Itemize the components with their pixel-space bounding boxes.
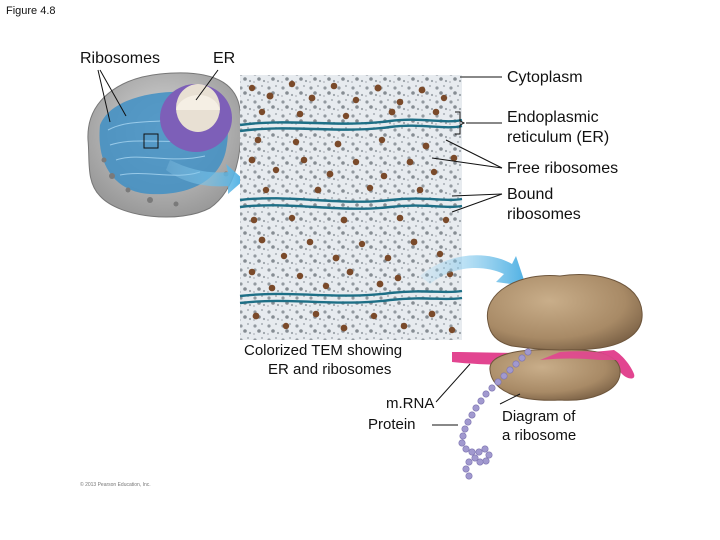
tem-label-leaders bbox=[431, 76, 503, 213]
label-cytoplasm: Cytoplasm bbox=[507, 69, 583, 86]
label-bound-ribosomes: ribosomes bbox=[507, 206, 581, 223]
label-mrna: m.RNA bbox=[386, 395, 435, 412]
label-bound: Bound bbox=[507, 186, 554, 203]
label-reticulum: reticulum (ER) bbox=[507, 129, 610, 146]
cell-label-leaders bbox=[97, 69, 219, 123]
tem-caption-line1: Colorized TEM showing bbox=[244, 342, 403, 359]
figure-label: Figure 4.8 bbox=[6, 5, 56, 17]
ribosome-diagram bbox=[452, 274, 643, 480]
diagram-caption-line2: a ribosome bbox=[502, 427, 577, 444]
label-ribosomes: Ribosomes bbox=[80, 50, 161, 67]
zoom-box bbox=[143, 133, 159, 149]
label-er: ER bbox=[213, 50, 236, 67]
ribosome-large-subunit bbox=[486, 274, 643, 351]
zoom-arrow-1 bbox=[166, 160, 244, 194]
tem-caption-line2: ER and ribosomes bbox=[268, 361, 392, 378]
label-endoplasmic: Endoplasmic bbox=[507, 109, 599, 126]
diagram-caption-line1: Diagram of bbox=[502, 408, 576, 425]
er-membranes bbox=[239, 118, 463, 305]
copyright-notice: © 2013 Pearson Education, Inc. bbox=[80, 482, 151, 488]
tem-micrograph bbox=[239, 75, 466, 340]
er-bracket bbox=[455, 111, 466, 135]
label-protein: Protein bbox=[368, 416, 416, 433]
cell-illustration bbox=[87, 72, 242, 218]
zoom-arrow-2 bbox=[420, 255, 526, 286]
protein-chain bbox=[458, 348, 532, 480]
ribosome-label-leaders bbox=[432, 363, 521, 426]
label-free-ribosomes: Free ribosomes bbox=[507, 160, 619, 177]
ribosome-dots bbox=[248, 80, 458, 334]
